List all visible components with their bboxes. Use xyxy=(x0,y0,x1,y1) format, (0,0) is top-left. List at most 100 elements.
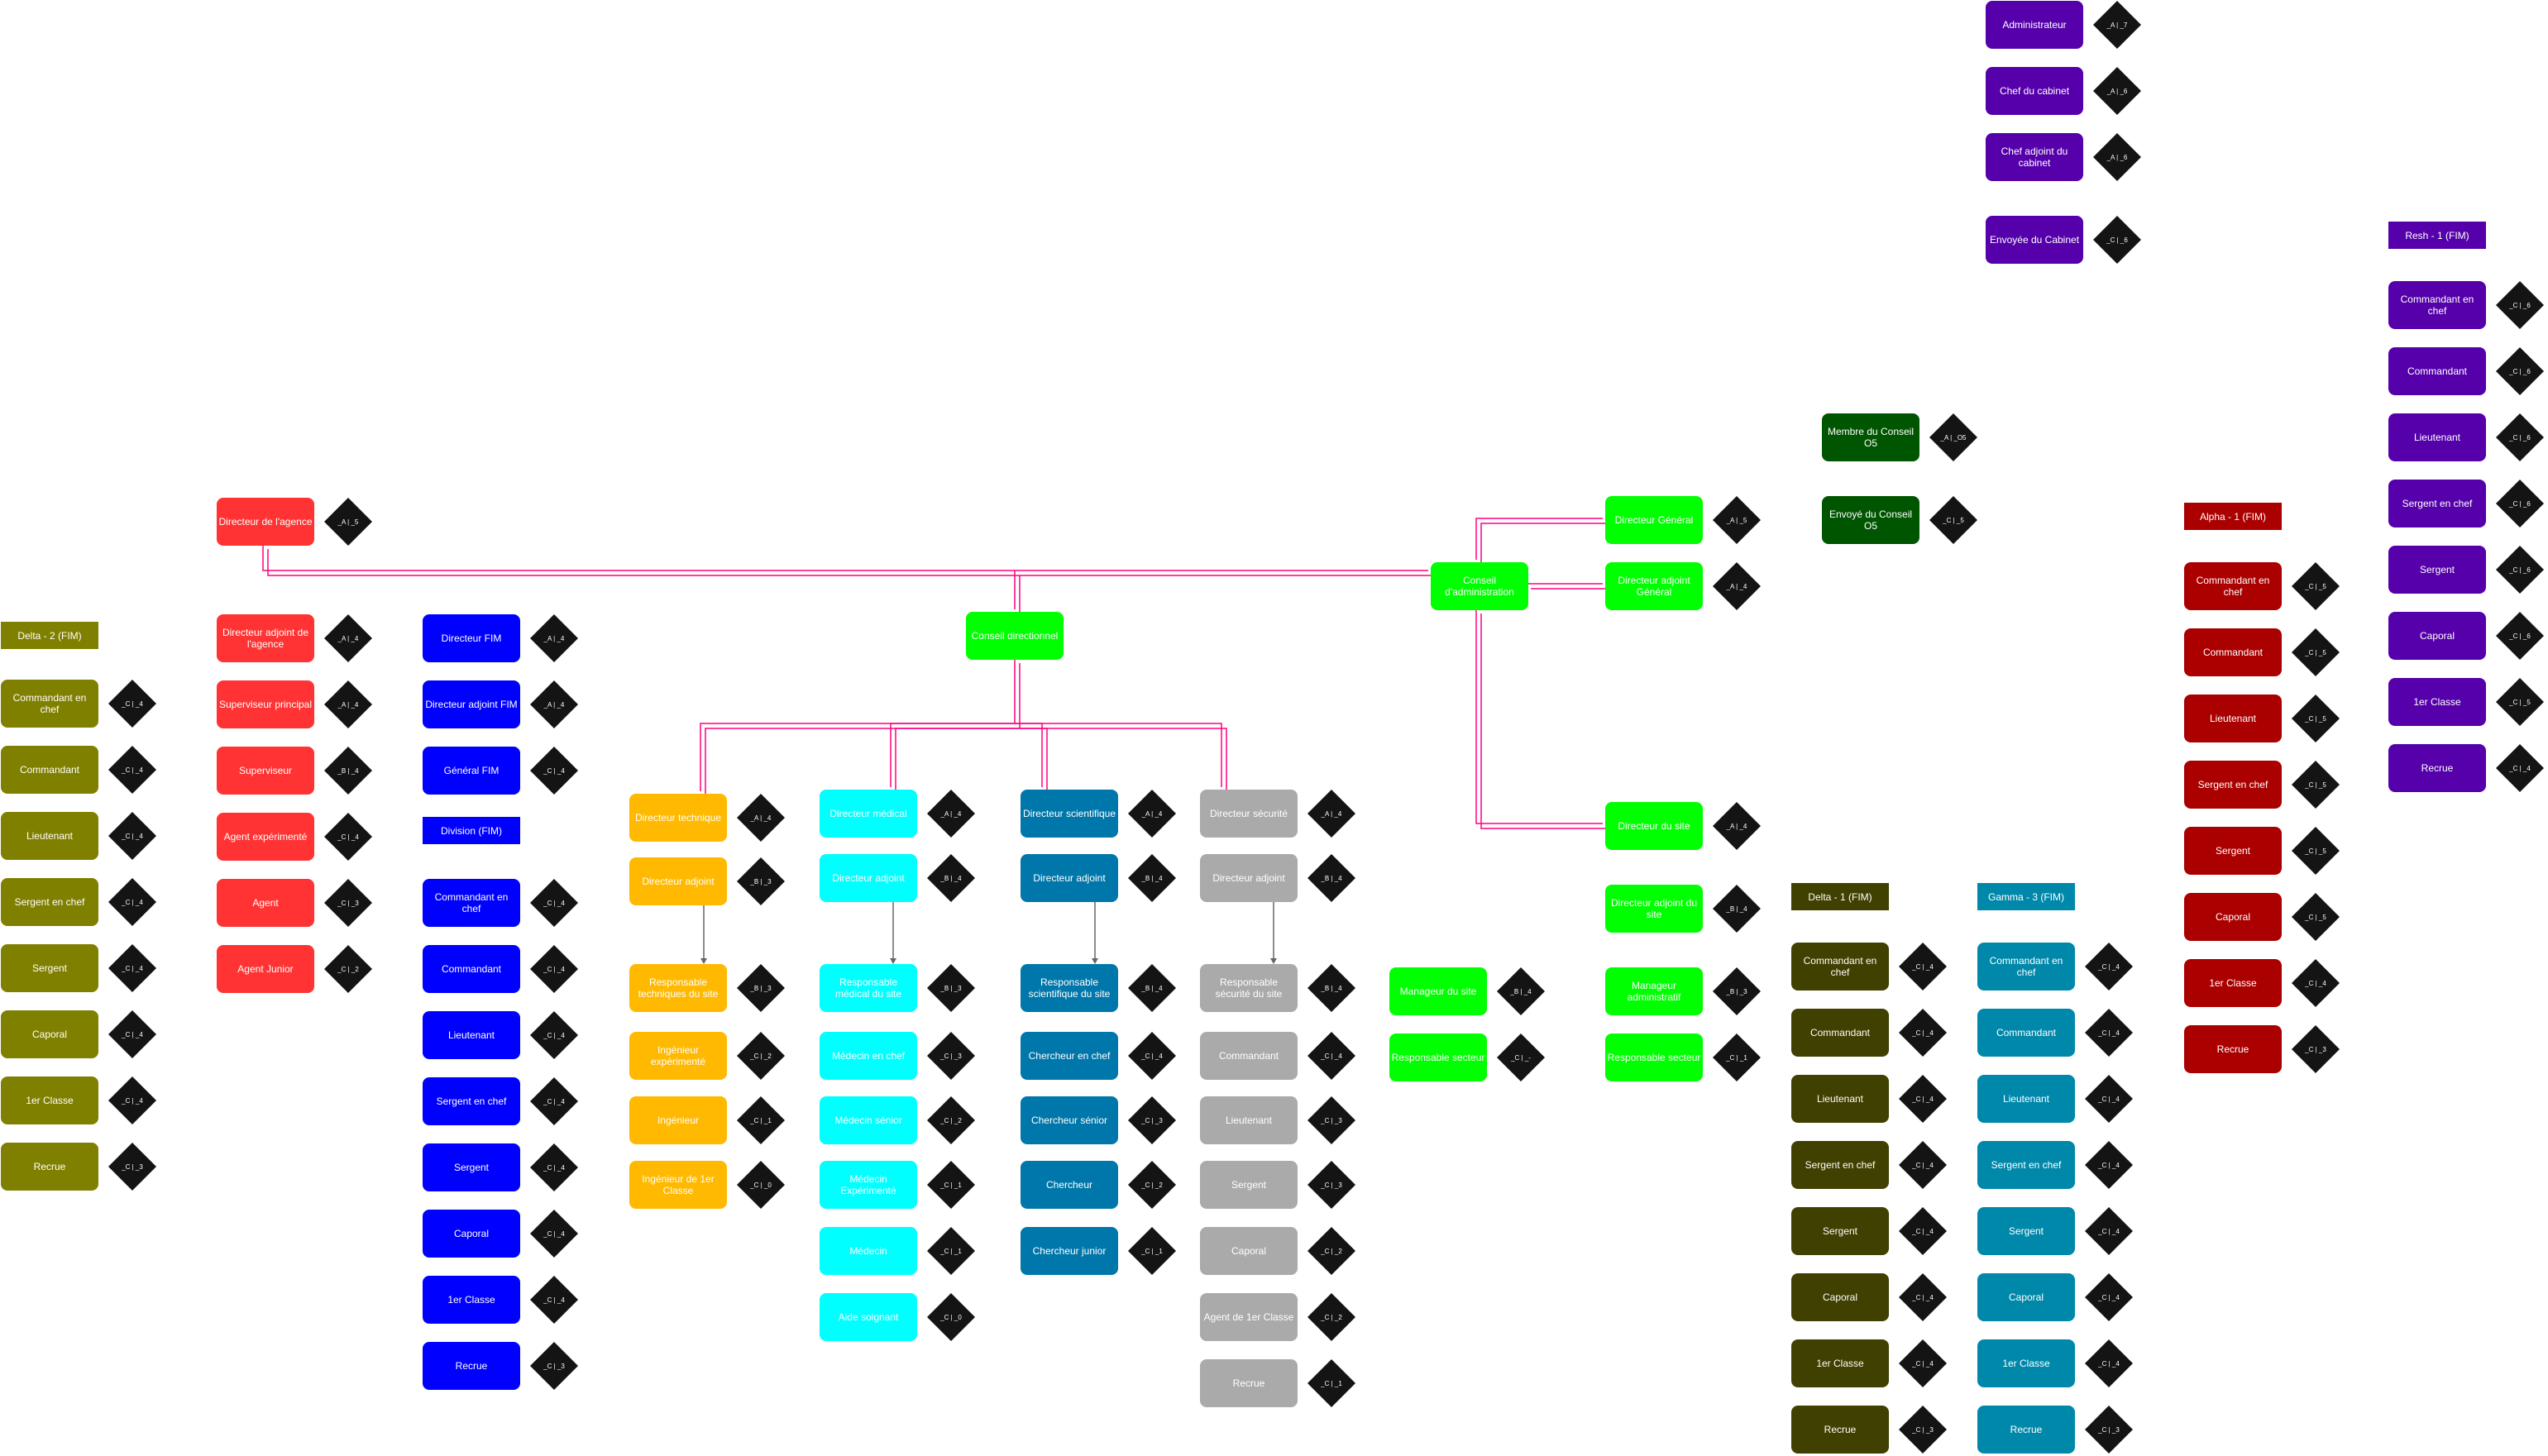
org-node[interactable]: Sergent xyxy=(1200,1161,1298,1209)
org-node[interactable]: Directeur médical xyxy=(820,790,917,838)
org-node[interactable]: Sergent xyxy=(2388,546,2486,594)
org-node[interactable]: Lieutenant xyxy=(1200,1096,1298,1144)
org-node[interactable]: Commandant xyxy=(1200,1032,1298,1080)
org-node[interactable]: Caporal xyxy=(1977,1273,2075,1321)
org-node[interactable]: Responsable secteur xyxy=(1389,1034,1487,1081)
org-node[interactable]: 1er Classe xyxy=(1977,1339,2075,1387)
org-node[interactable]: Lieutenant xyxy=(423,1011,520,1059)
org-node[interactable]: Directeur technique xyxy=(629,794,727,842)
org-node[interactable]: Sergent en chef xyxy=(1977,1141,2075,1189)
org-node[interactable]: Directeur adjoint xyxy=(629,857,727,905)
org-node[interactable]: Directeur adjoint FIM xyxy=(423,680,520,728)
org-node[interactable]: Directeur adjoint Général xyxy=(1605,562,1703,610)
org-node[interactable]: Commandant en chef xyxy=(1791,943,1889,991)
org-node[interactable]: Lieutenant xyxy=(1791,1075,1889,1123)
org-node[interactable]: Chercheur xyxy=(1021,1161,1118,1209)
org-node[interactable]: Ingénieur de 1er Classe xyxy=(629,1161,727,1209)
org-node[interactable]: Commandant en chef xyxy=(423,879,520,927)
org-node[interactable]: Recrue xyxy=(1,1143,98,1191)
org-node[interactable]: Médecin xyxy=(820,1227,917,1275)
org-node[interactable]: Membre du Conseil O5 xyxy=(1822,413,1919,461)
org-node[interactable]: Directeur du site xyxy=(1605,802,1703,850)
org-node[interactable]: Ingénieur xyxy=(629,1096,727,1144)
org-node[interactable]: Directeur scientifique xyxy=(1021,790,1118,838)
org-node[interactable]: Responsable scientifique du site xyxy=(1021,964,1118,1012)
org-node[interactable]: Ingénieur expérimenté xyxy=(629,1032,727,1080)
org-node[interactable]: Chercheur junior xyxy=(1021,1227,1118,1275)
org-node[interactable]: Directeur de l'agence xyxy=(217,498,314,546)
org-node[interactable]: Responsable techniques du site xyxy=(629,964,727,1012)
org-node[interactable]: Directeur adjoint de l'agence xyxy=(217,614,314,662)
org-node[interactable]: Recrue xyxy=(1977,1406,2075,1454)
org-node[interactable]: Caporal xyxy=(2184,893,2282,941)
org-node[interactable]: Commandant en chef xyxy=(2388,281,2486,329)
org-node[interactable]: Responsable médical du site xyxy=(820,964,917,1012)
org-node[interactable]: 1er Classe xyxy=(1,1076,98,1124)
org-node[interactable]: Sergent xyxy=(1,944,98,992)
org-node[interactable]: Agent Junior xyxy=(217,945,314,993)
org-node[interactable]: Sergent xyxy=(1791,1207,1889,1255)
org-node[interactable]: Recrue xyxy=(1791,1406,1889,1454)
org-node[interactable]: Chef adjoint du cabinet xyxy=(1986,133,2083,181)
org-node[interactable]: Commandant en chef xyxy=(2184,562,2282,610)
org-node[interactable]: 1er Classe xyxy=(2388,678,2486,726)
org-node[interactable]: Lieutenant xyxy=(2388,413,2486,461)
org-node[interactable]: Superviseur principal xyxy=(217,680,314,728)
org-node[interactable]: Chercheur en chef xyxy=(1021,1032,1118,1080)
org-node[interactable]: Recrue xyxy=(423,1342,520,1390)
org-node[interactable]: Sergent xyxy=(423,1143,520,1191)
org-node[interactable]: Superviseur xyxy=(217,747,314,795)
org-node[interactable]: 1er Classe xyxy=(423,1276,520,1324)
org-node[interactable]: Manageur administratif xyxy=(1605,967,1703,1015)
org-node[interactable]: Lieutenant xyxy=(1,812,98,860)
org-node[interactable]: Commandant xyxy=(423,945,520,993)
org-node[interactable]: Caporal xyxy=(423,1210,520,1258)
org-node[interactable]: Manageur du site xyxy=(1389,967,1487,1015)
org-node[interactable]: Directeur adjoint xyxy=(820,854,917,902)
org-node[interactable]: Sergent xyxy=(2184,827,2282,875)
org-node[interactable]: 1er Classe xyxy=(1791,1339,1889,1387)
org-node[interactable]: Agent expérimenté xyxy=(217,813,314,861)
org-node[interactable]: Sergent en chef xyxy=(423,1077,520,1125)
org-node[interactable]: Caporal xyxy=(1791,1273,1889,1321)
org-node[interactable]: Conseil d'administration xyxy=(1431,562,1528,610)
org-node[interactable]: Lieutenant xyxy=(1977,1075,2075,1123)
org-node[interactable]: Directeur adjoint xyxy=(1021,854,1118,902)
org-node[interactable]: Chercheur sénior xyxy=(1021,1096,1118,1144)
org-node[interactable]: Sergent xyxy=(1977,1207,2075,1255)
org-node[interactable]: Envoyé du Conseil O5 xyxy=(1822,496,1919,544)
org-node[interactable]: Directeur sécurité xyxy=(1200,790,1298,838)
org-node[interactable]: Chef du cabinet xyxy=(1986,67,2083,115)
org-node[interactable]: Caporal xyxy=(1,1010,98,1058)
org-node[interactable]: Aide soignant xyxy=(820,1293,917,1341)
org-node[interactable]: Recrue xyxy=(2184,1025,2282,1073)
org-node[interactable]: 1er Classe xyxy=(2184,959,2282,1007)
org-node[interactable]: Conseil directionnel xyxy=(966,612,1064,660)
org-node[interactable]: Responsable secteur xyxy=(1605,1034,1703,1081)
org-node[interactable]: Caporal xyxy=(2388,612,2486,660)
org-node[interactable]: Directeur adjoint xyxy=(1200,854,1298,902)
org-node[interactable]: Lieutenant xyxy=(2184,695,2282,742)
org-node[interactable]: Agent de 1er Classe xyxy=(1200,1293,1298,1341)
org-node[interactable]: Recrue xyxy=(2388,744,2486,792)
org-node[interactable]: Sergent en chef xyxy=(2388,480,2486,528)
org-node[interactable]: Directeur Général xyxy=(1605,496,1703,544)
org-node[interactable]: Commandant en chef xyxy=(1977,943,2075,991)
org-node[interactable]: Agent xyxy=(217,879,314,927)
org-node[interactable]: Médecin sénior xyxy=(820,1096,917,1144)
org-node[interactable]: Sergent en chef xyxy=(2184,761,2282,809)
org-node[interactable]: Commandant xyxy=(2184,628,2282,676)
org-node[interactable]: Directeur FIM xyxy=(423,614,520,662)
org-node[interactable]: Commandant xyxy=(2388,347,2486,395)
org-node[interactable]: Médecin Expérimenté xyxy=(820,1161,917,1209)
org-node[interactable]: Médecin en chef xyxy=(820,1032,917,1080)
org-node[interactable]: Général FIM xyxy=(423,747,520,795)
org-node[interactable]: Sergent en chef xyxy=(1791,1141,1889,1189)
org-node[interactable]: Commandant xyxy=(1977,1009,2075,1057)
org-node[interactable]: Caporal xyxy=(1200,1227,1298,1275)
org-node[interactable]: Commandant en chef xyxy=(1,680,98,728)
org-node[interactable]: Administrateur xyxy=(1986,1,2083,49)
org-node[interactable]: Commandant xyxy=(1791,1009,1889,1057)
org-node[interactable]: Sergent en chef xyxy=(1,878,98,926)
org-node[interactable]: Recrue xyxy=(1200,1359,1298,1407)
